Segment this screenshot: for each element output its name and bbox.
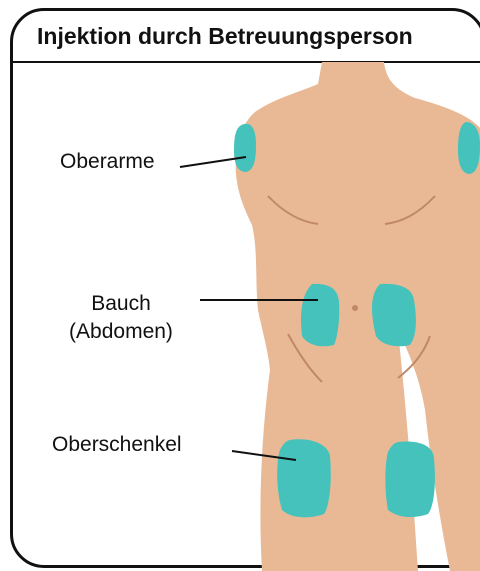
thigh-zone-left <box>277 439 331 517</box>
label-thighs: Oberschenkel <box>52 431 182 459</box>
abdomen-zone-left <box>301 284 339 346</box>
label-upper-arms: Oberarme <box>60 148 155 176</box>
body-silhouette <box>236 62 480 571</box>
navel <box>352 305 358 311</box>
label-abdomen-line1: Bauch <box>46 290 196 318</box>
upper-arm-zone-left <box>234 124 256 172</box>
label-abdomen-line2: (Abdomen) <box>46 318 196 346</box>
thigh-zone-right <box>385 442 435 518</box>
abdomen-zone-right <box>372 284 416 346</box>
label-abdomen: Bauch (Abdomen) <box>46 290 196 346</box>
upper-arm-zone-right <box>458 122 480 174</box>
